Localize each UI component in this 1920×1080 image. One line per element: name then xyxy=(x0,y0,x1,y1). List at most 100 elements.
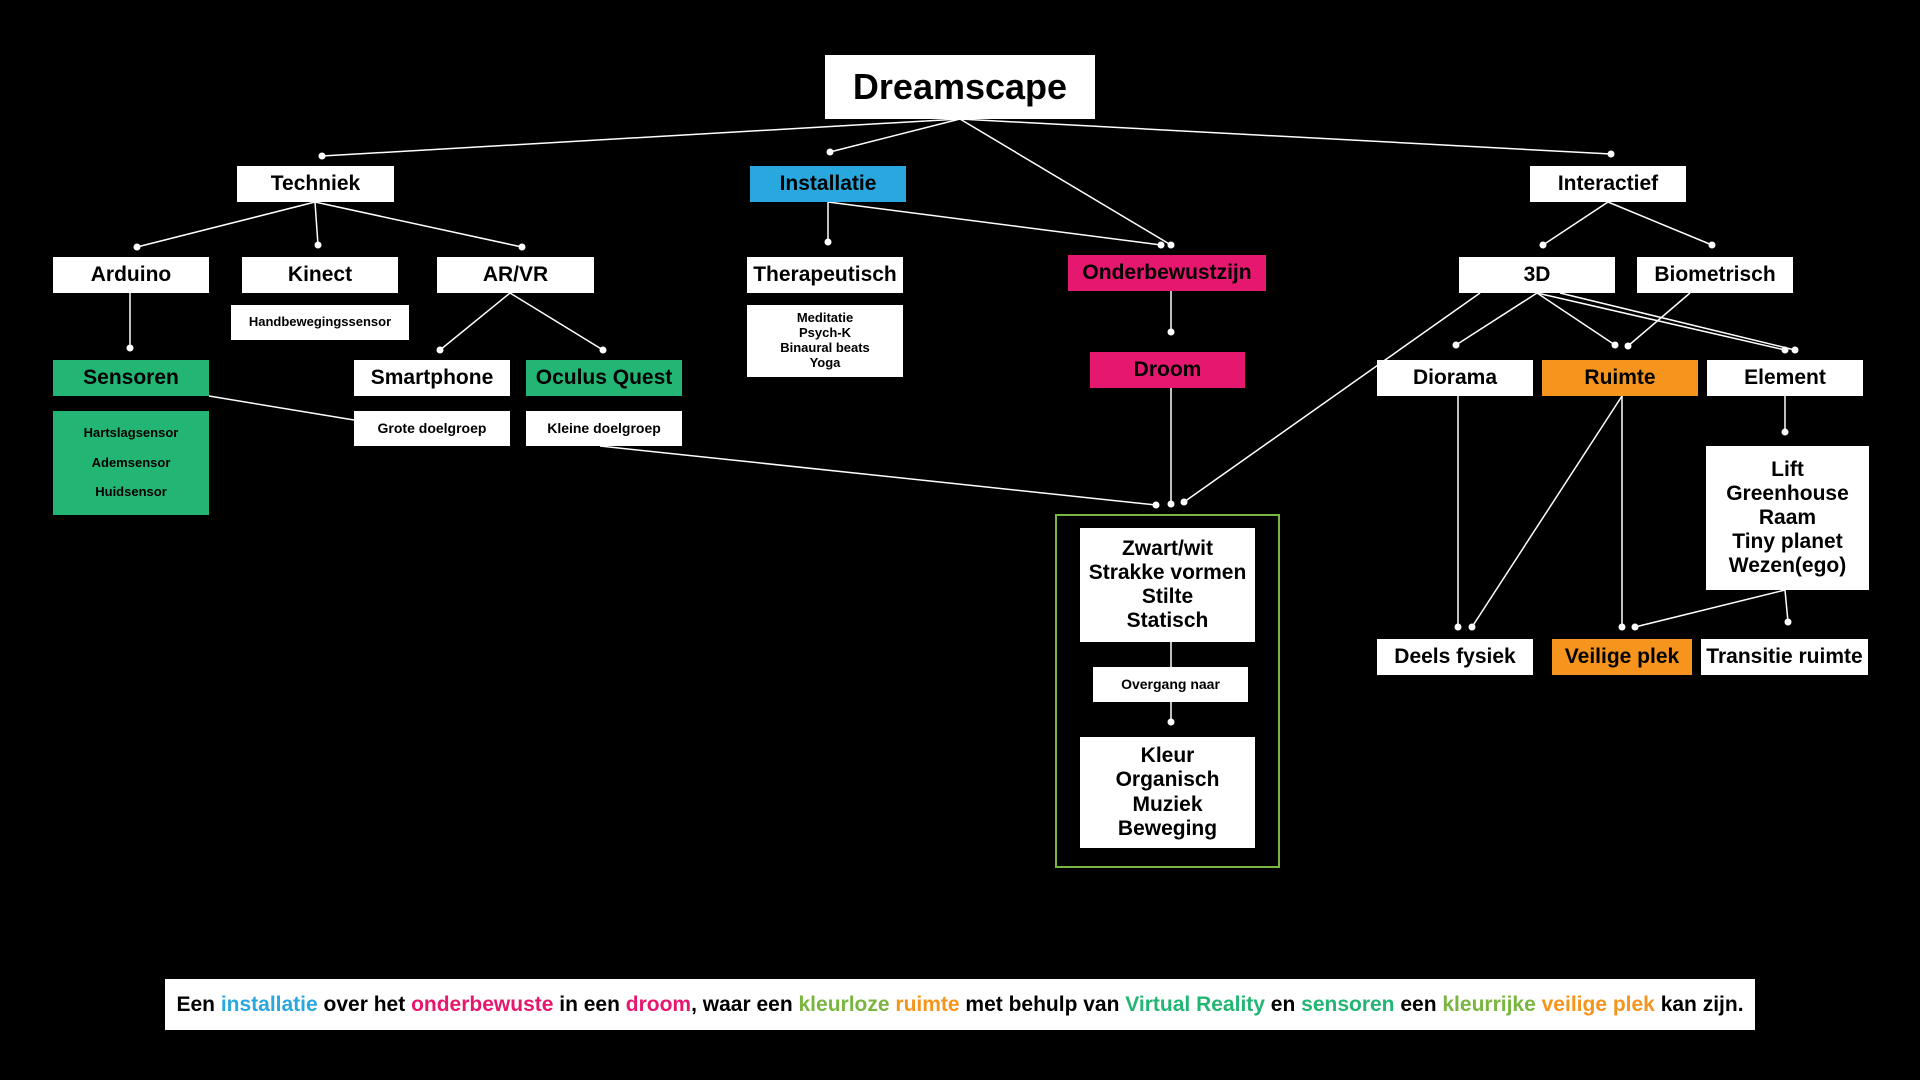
caption-segment: droom xyxy=(625,992,692,1016)
connector-dot xyxy=(1454,623,1462,631)
ruimte-node: Ruimte xyxy=(1542,360,1698,396)
connector-line xyxy=(1607,201,1713,246)
sensoren-node: Sensoren xyxy=(53,360,209,396)
element-node: Element xyxy=(1707,360,1863,396)
sensor-item: Huidsensor xyxy=(95,484,167,500)
connector-dot xyxy=(436,346,444,354)
oculus-node: Oculus Quest xyxy=(526,360,682,396)
diorama-node: Diorama xyxy=(1377,360,1533,396)
state-before-node: Zwart/wit Strakke vormen Stilte Statisch xyxy=(1080,528,1255,642)
element-item: Greenhouse xyxy=(1726,481,1849,505)
state-item: Kleur xyxy=(1140,744,1195,768)
connector-dot xyxy=(133,243,141,251)
therapeutisch-node: Therapeutisch xyxy=(747,257,903,293)
connector-line xyxy=(959,118,1612,155)
3d-node: 3D xyxy=(1459,257,1615,293)
connector-dot xyxy=(1452,341,1460,349)
element-item: Tiny planet xyxy=(1732,530,1843,554)
therapie-item: Meditatie xyxy=(796,310,854,326)
connector-line xyxy=(1559,292,1796,351)
arduino-node: Arduino xyxy=(53,257,209,293)
droom-node: Droom xyxy=(1090,352,1245,388)
arvr-node: AR/VR xyxy=(437,257,594,293)
connector-dot xyxy=(1167,500,1175,508)
element-list-node: Lift Greenhouse Raam Tiny planet Wezen(e… xyxy=(1706,446,1869,590)
sensor-item: Ademsensor xyxy=(91,454,171,470)
connector-line xyxy=(1536,292,1616,346)
connector-dot xyxy=(1539,241,1547,249)
connector-line xyxy=(1471,395,1623,628)
connector-line xyxy=(1536,292,1786,351)
state-item: Strakke vormen xyxy=(1088,560,1247,584)
caption-segment: in een xyxy=(553,992,626,1016)
biometrisch-node: Biometrisch xyxy=(1637,257,1793,293)
techniek-node: Techniek xyxy=(237,166,394,202)
state-item: Statisch xyxy=(1126,609,1209,633)
grote-doelgroep-node: Grote doelgroep xyxy=(354,411,510,446)
connector-dot xyxy=(1167,241,1175,249)
element-item: Raam xyxy=(1758,505,1817,529)
element-item: Lift xyxy=(1771,457,1804,481)
interactief-node: Interactief xyxy=(1530,166,1686,202)
caption-segment: installatie xyxy=(220,992,318,1016)
state-after-node: Kleur Organisch Muziek Beweging xyxy=(1080,737,1255,848)
connector-line xyxy=(1455,292,1538,346)
caption-segment: kan zijn. xyxy=(1654,992,1744,1016)
caption-segment: en xyxy=(1264,992,1302,1016)
connector-dot xyxy=(1784,618,1792,626)
state-item: Beweging xyxy=(1117,816,1218,840)
connector-line xyxy=(509,292,604,351)
therapie-item: Yoga xyxy=(809,354,841,370)
connector-dot xyxy=(1607,150,1615,158)
dream-frame xyxy=(1055,514,1280,868)
connector-dot xyxy=(1468,623,1476,631)
transitie-ruimte-node: Transitie ruimte xyxy=(1701,639,1868,675)
connector-dot xyxy=(1791,346,1799,354)
onderbewustzijn-node: Onderbewustzijn xyxy=(1068,255,1266,291)
caption-segment: onderbewuste xyxy=(411,992,554,1016)
connector-dot xyxy=(1611,341,1619,349)
sensor-list-node: Hartslagsensor Ademsensor Huidsensor xyxy=(53,411,209,515)
connector-dot xyxy=(826,148,834,156)
state-item: Muziek xyxy=(1132,792,1203,816)
connector-dot xyxy=(1631,623,1639,631)
connector-line xyxy=(439,292,511,351)
connector-dot xyxy=(1624,342,1632,350)
therapie-item: Binaural beats xyxy=(780,340,870,355)
caption-segment: Een xyxy=(176,992,221,1016)
connector-dot xyxy=(824,238,832,246)
state-item: Organisch xyxy=(1115,768,1220,792)
connector-line xyxy=(827,201,1162,246)
caption-segment: sensoren xyxy=(1301,992,1395,1016)
state-item: Stilte xyxy=(1141,585,1194,608)
connector-dot xyxy=(314,241,322,249)
deels-fysiek-node: Deels fysiek xyxy=(1377,639,1533,675)
connector-dot xyxy=(1618,623,1626,631)
summary-caption: Een installatie over het onderbewuste in… xyxy=(165,979,1755,1030)
connector-line xyxy=(829,118,961,153)
connector-dot xyxy=(1781,346,1789,354)
connector-dot xyxy=(1180,498,1188,506)
installatie-node: Installatie xyxy=(750,166,906,202)
sensor-item: Hartslagsensor xyxy=(83,424,179,440)
therapie-list-node: Meditatie Psych-K Binaural beats Yoga xyxy=(747,305,903,377)
caption-segment: veilige plek xyxy=(1541,992,1655,1016)
connector-dot xyxy=(1152,501,1160,509)
caption-segment: een xyxy=(1394,992,1443,1016)
connector-line xyxy=(1784,589,1789,623)
caption-segment: kleurrijke xyxy=(1442,992,1536,1016)
smartphone-node: Smartphone xyxy=(354,360,510,396)
connector-dot xyxy=(318,152,326,160)
connector-line xyxy=(959,118,1172,246)
connector-line xyxy=(314,201,319,246)
kleine-doelgroep-node: Kleine doelgroep xyxy=(526,411,682,446)
connector-dot xyxy=(1708,241,1716,249)
connector-line xyxy=(321,118,961,157)
connector-dot xyxy=(1157,241,1165,249)
connector-line xyxy=(1542,201,1609,246)
connector-line xyxy=(599,445,1157,506)
connector-line xyxy=(208,395,355,421)
caption-segment: met behulp van xyxy=(959,992,1126,1016)
